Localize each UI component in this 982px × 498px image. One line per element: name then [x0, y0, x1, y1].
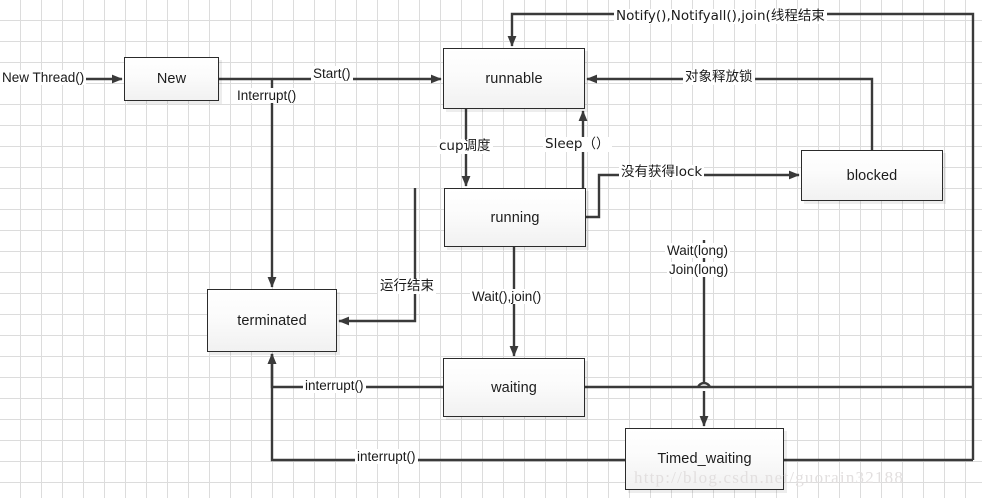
edge-label-new-thread: New Thread()	[0, 70, 87, 86]
edge-label-sleep: Sleep（）	[543, 136, 612, 153]
edge-running-to-terminated	[338, 188, 417, 326]
node-running-label: running	[490, 209, 540, 226]
node-timed-waiting-label: Timed_waiting	[657, 451, 752, 467]
edge-blocked-to-runnable	[586, 74, 874, 150]
edge-label-run-finished: 运行结束	[378, 278, 436, 295]
edge-label-interrupt-timed-waiting: interrupt()	[355, 449, 418, 465]
node-runnable[interactable]: runnable	[443, 48, 585, 109]
node-waiting-label: waiting	[491, 379, 537, 396]
node-blocked[interactable]: blocked	[801, 150, 943, 201]
node-new-label: New	[156, 71, 187, 87]
node-running[interactable]: running	[444, 188, 586, 247]
node-timed-waiting[interactable]: Timed_waiting	[625, 428, 784, 490]
node-terminated-label: terminated	[237, 312, 307, 329]
edge-label-cpu-schedule: cup调度	[437, 138, 493, 155]
edge-label-join-long: Join(long)	[667, 262, 731, 278]
edge-label-wait-long: Wait(long)	[665, 243, 731, 259]
edge-label-interrupt-new: Interrupt()	[235, 88, 299, 104]
node-waiting[interactable]: waiting	[443, 358, 585, 417]
node-runnable-label: runnable	[485, 70, 543, 87]
edge-timedwaiting-to-terminated	[267, 353, 625, 462]
edge-label-start: Start()	[311, 66, 353, 82]
edge-label-release-lock: 对象释放锁	[683, 69, 755, 86]
edge-label-interrupt-waiting: interrupt()	[303, 378, 366, 394]
node-blocked-label: blocked	[846, 167, 898, 184]
edge-label-notify-join: Notify(),Notifyall(),join(线程结束	[614, 8, 827, 25]
node-terminated[interactable]: terminated	[207, 289, 337, 352]
node-new[interactable]: New	[124, 57, 219, 101]
edge-running-to-blocked	[586, 170, 800, 219]
edge-label-wait-join: Wait(),join()	[470, 289, 544, 305]
edge-label-no-lock: 没有获得lock	[619, 164, 705, 181]
